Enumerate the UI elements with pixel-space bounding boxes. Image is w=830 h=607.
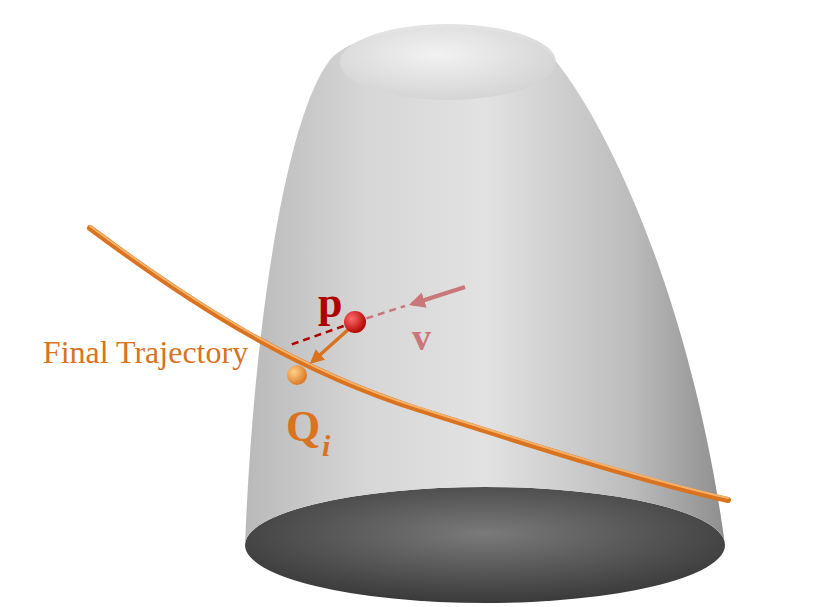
dome-base bbox=[245, 487, 725, 603]
subscript-label: i bbox=[322, 430, 330, 462]
trajectory-label: Final Trajectory bbox=[38, 336, 253, 370]
projection-arrow bbox=[312, 328, 350, 362]
query-point bbox=[344, 311, 366, 333]
point-label: p bbox=[318, 280, 342, 326]
velocity-arrow bbox=[412, 287, 465, 304]
dome-cap bbox=[340, 24, 556, 100]
dome-body bbox=[245, 27, 725, 545]
projection-point bbox=[287, 365, 307, 385]
vector-label: v bbox=[412, 318, 431, 358]
point-label: Q bbox=[286, 404, 320, 450]
